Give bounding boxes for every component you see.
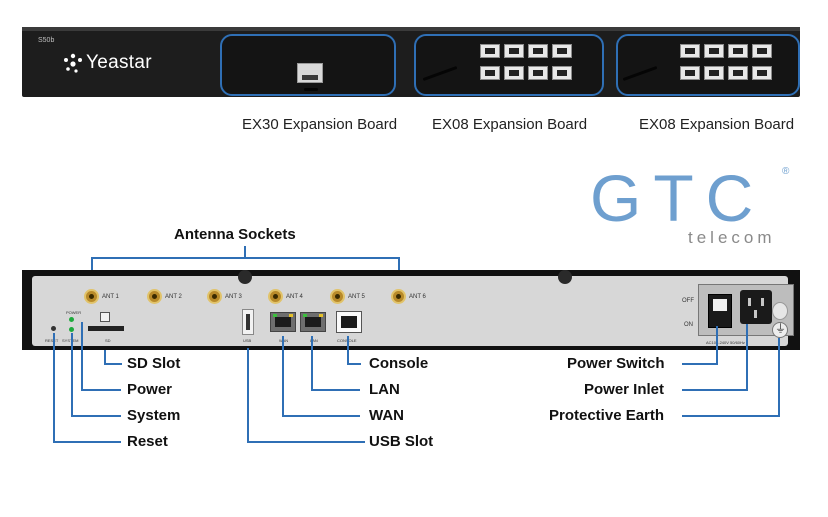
protective-earth-terminal[interactable]: ⏚ xyxy=(772,322,788,338)
antenna-label-5: ANT 5 xyxy=(348,294,365,300)
ex30-port xyxy=(297,63,323,83)
power-led-label: POWER xyxy=(66,310,82,315)
antenna-socket-5 xyxy=(330,289,345,304)
system-led xyxy=(69,327,74,332)
antenna-label-1: ANT 1 xyxy=(102,294,119,300)
antenna-bracket-center xyxy=(244,246,246,258)
screw-icon xyxy=(238,270,252,284)
power-led xyxy=(69,317,74,322)
callout-line-power xyxy=(81,322,83,390)
on-label: ON xyxy=(684,322,693,328)
power-inlet[interactable] xyxy=(740,290,772,324)
screw-icon xyxy=(558,270,572,284)
gtc-logo-text: GTC xyxy=(590,161,766,235)
callout-line-system-h xyxy=(71,415,121,417)
model-label: S50b xyxy=(38,37,55,44)
callout-line-console xyxy=(347,336,349,364)
antenna-socket-3 xyxy=(207,289,222,304)
callout-protective-earth: Protective Earth xyxy=(549,407,665,424)
brand-name: Yeastar xyxy=(86,52,152,73)
antenna-socket-6 xyxy=(391,289,406,304)
power-switch[interactable] xyxy=(708,294,732,328)
callout-line-system xyxy=(71,333,73,416)
antenna-socket-2 xyxy=(147,289,162,304)
callout-line-lan xyxy=(311,336,313,390)
yeastar-logo-icon xyxy=(62,52,84,74)
callout-line-reset xyxy=(53,333,55,442)
callout-line-power-h xyxy=(81,389,121,391)
off-label: OFF xyxy=(682,298,694,304)
callout-console: Console xyxy=(369,355,429,372)
console-label: CONSOLE xyxy=(337,338,357,343)
callout-usb-slot: USB Slot xyxy=(369,433,434,450)
callout-sd-slot: SD Slot xyxy=(127,355,181,372)
antenna-label-6: ANT 6 xyxy=(409,294,426,300)
callout-line-console-h xyxy=(347,363,361,365)
gtc-logo-subtext: telecom xyxy=(688,228,776,247)
wan-port[interactable] xyxy=(270,312,296,332)
callout-line-reset-h xyxy=(53,441,121,443)
ex08-ports-1 xyxy=(480,44,580,90)
callout-wan: WAN xyxy=(369,407,404,424)
callout-lan: LAN xyxy=(369,381,400,398)
antenna-label-2: ANT 2 xyxy=(165,294,182,300)
system-label: SYSTEM xyxy=(62,338,78,343)
rating-label: AC100-240V 50/60Hz xyxy=(706,340,745,345)
callout-power: Power xyxy=(127,381,173,398)
back-panel-face xyxy=(32,276,788,346)
sd-slot[interactable] xyxy=(88,326,124,331)
antenna-sockets-callout: Antenna Sockets xyxy=(174,226,296,243)
reset-button[interactable] xyxy=(51,326,56,331)
lan-port[interactable] xyxy=(300,312,326,332)
earth-ground-icon: ⏚ xyxy=(775,323,786,335)
ex08-ports-2 xyxy=(680,44,780,90)
board-label-ex08-1: EX08 Expansion Board xyxy=(432,116,588,133)
antenna-bracket xyxy=(91,257,400,259)
registered-mark: ® xyxy=(782,166,790,177)
callout-line-usb-h xyxy=(247,441,365,443)
mounting-post xyxy=(772,302,788,320)
antenna-socket-1 xyxy=(84,289,99,304)
board-label-ex30: EX30 Expansion Board xyxy=(242,116,398,133)
usb-slot[interactable] xyxy=(242,309,254,335)
callout-line-sd xyxy=(104,350,106,364)
usb-label: USB xyxy=(243,338,252,343)
callout-line-power-switch-h xyxy=(682,363,718,365)
lan-label: LAN xyxy=(310,338,318,343)
callout-line-power-inlet xyxy=(746,324,748,391)
antenna-label-4: ANT 4 xyxy=(286,294,303,300)
callout-power-inlet: Power Inlet xyxy=(584,381,665,398)
callout-power-switch: Power Switch xyxy=(567,355,665,372)
antenna-socket-4 xyxy=(268,289,283,304)
callout-line-power-switch xyxy=(716,326,718,365)
callout-line-lan-h xyxy=(311,389,360,391)
callout-line-earth-h xyxy=(682,415,780,417)
cable xyxy=(304,88,318,91)
callout-line-wan-h xyxy=(282,415,360,417)
reset-label: RESET xyxy=(45,338,59,343)
antenna-label-3: ANT 3 xyxy=(225,294,242,300)
callout-line-wan xyxy=(282,336,284,416)
callout-system: System xyxy=(127,407,181,424)
sd-label: SD xyxy=(105,338,111,343)
callout-reset: Reset xyxy=(127,433,168,450)
front-panel-edge xyxy=(22,27,800,31)
sd-indicator xyxy=(100,312,110,322)
console-port[interactable] xyxy=(336,311,362,333)
callout-line-earth xyxy=(778,338,780,417)
callout-line-power-inlet-h xyxy=(682,389,748,391)
callout-line-usb xyxy=(247,348,249,442)
callout-line-sd-h xyxy=(104,363,122,365)
board-label-ex08-2: EX08 Expansion Board xyxy=(639,116,795,133)
